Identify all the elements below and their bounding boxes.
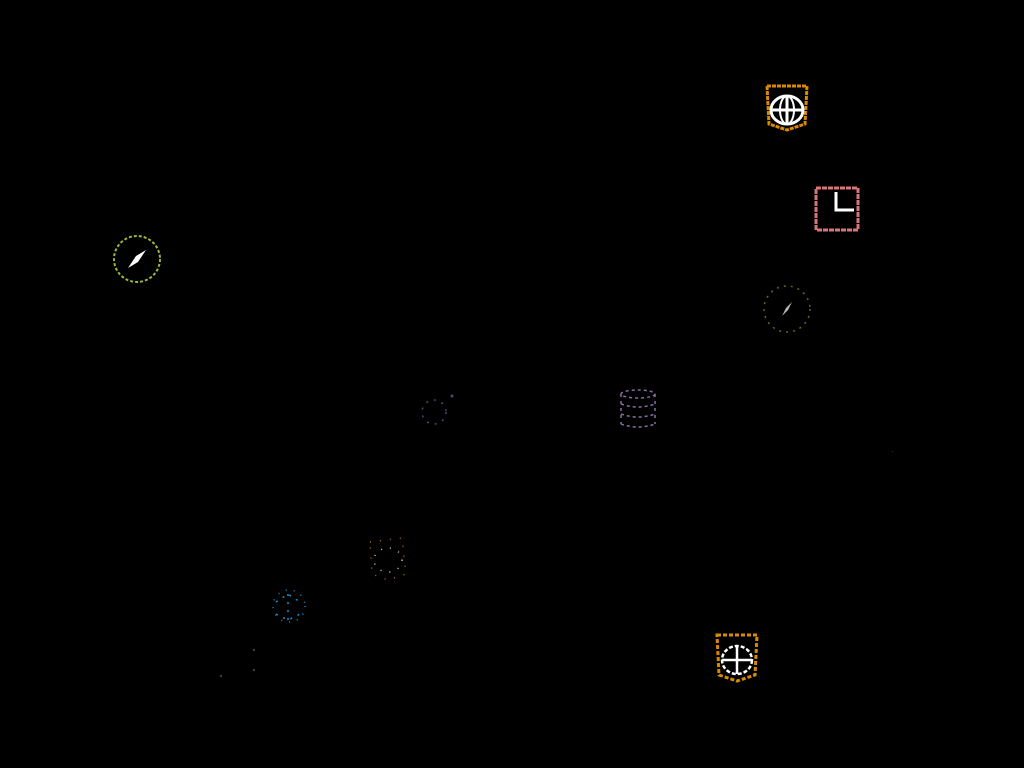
node-faint-icon[interactable] [418, 392, 458, 428]
orange-globe-faint-icon[interactable] [366, 534, 410, 582]
shield-globe-icon[interactable] [765, 84, 809, 132]
stray-pixel [892, 451, 893, 452]
shield-globe-icon-2[interactable] [715, 633, 759, 683]
faint-dots-icon [218, 646, 258, 680]
compass-faint-icon[interactable] [762, 284, 812, 334]
clock-square-icon[interactable] [814, 186, 860, 232]
cyan-network-icon[interactable] [268, 586, 310, 628]
compass-icon[interactable] [112, 234, 162, 284]
database-icon[interactable] [618, 388, 658, 430]
